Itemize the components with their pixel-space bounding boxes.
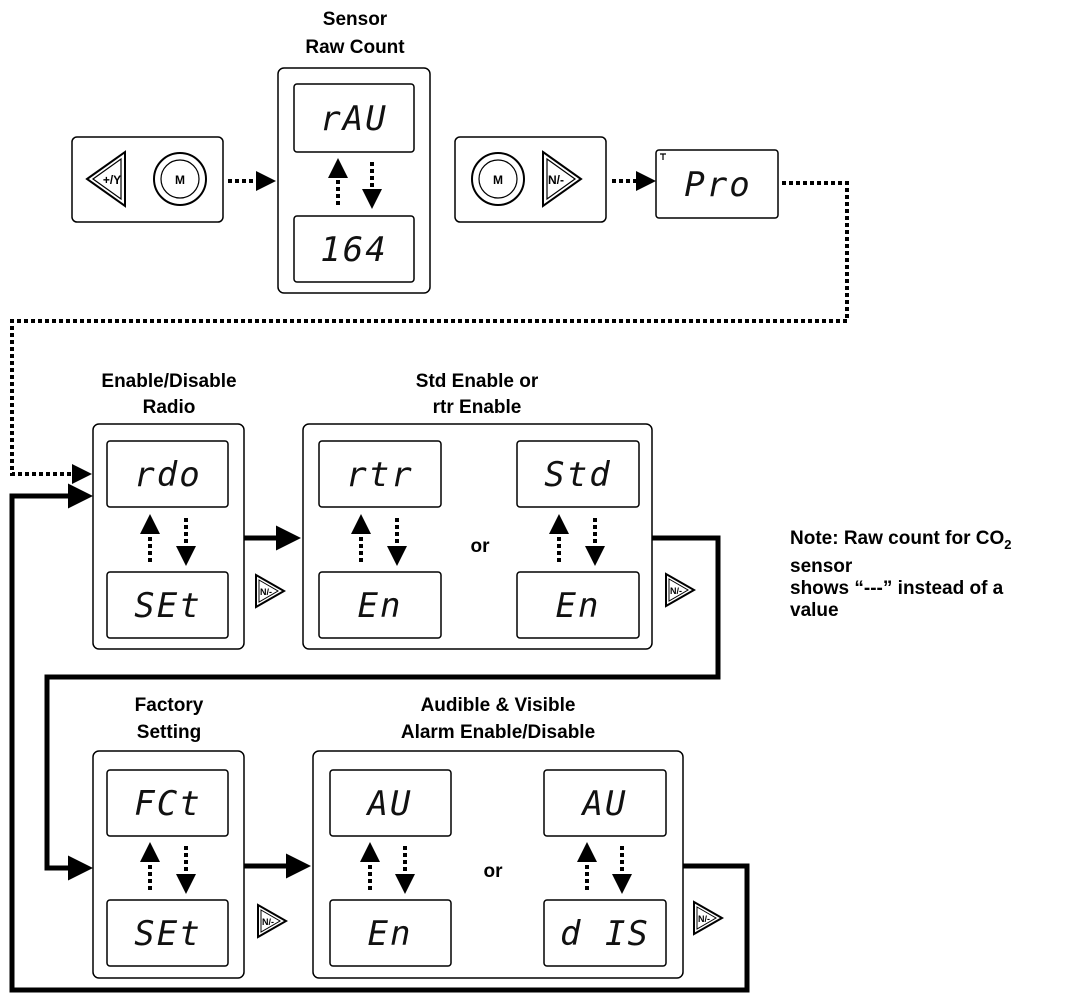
svg-text:AU: AU [366, 784, 413, 824]
lcd-display [293, 83, 415, 153]
svg-text:M: M [175, 173, 185, 187]
svg-text:SEt: SEt [134, 914, 201, 954]
std-rtr-panel: rtr En or Std En [302, 423, 653, 650]
sensor-raw-count-label-1: Sensor [323, 9, 388, 30]
solid-connector [44, 535, 721, 881]
lcd-display [293, 215, 415, 283]
svg-text:d IS: d IS [560, 914, 650, 954]
next-minus-button[interactable]: N/- [665, 572, 697, 608]
mode-button[interactable]: M [153, 152, 207, 206]
sensor-raw-count-label-2: Raw Count [305, 37, 405, 58]
svg-text:N/-: N/- [262, 917, 274, 927]
svg-text:En: En [358, 586, 403, 626]
svg-text:En: En [368, 914, 413, 954]
svg-text:+/Y: +/Y [103, 173, 121, 187]
svg-text:N/-: N/- [548, 173, 564, 187]
mode-button[interactable]: M [471, 152, 525, 206]
factory-panel: FCt SEt [92, 750, 245, 979]
svg-text:SEt: SEt [134, 586, 201, 626]
svg-text:AU: AU [581, 784, 628, 824]
next-minus-button[interactable]: N/- [257, 903, 289, 939]
std-rtr-label-2: rtr Enable [433, 397, 522, 418]
svg-text:or: or [484, 861, 504, 882]
next-minus-button[interactable]: N/- [693, 900, 725, 936]
svg-text:N/-: N/- [698, 914, 710, 924]
radio-panel: rdo SEt [92, 423, 245, 650]
radio-label-2: Radio [143, 397, 196, 418]
next-minus-button[interactable]: N/- [255, 573, 287, 609]
svg-text:En: En [556, 586, 601, 626]
raw-count-panel: rAU 164 [277, 67, 431, 294]
plus-y-button[interactable]: +/Y [85, 150, 126, 208]
svg-text:FCt: FCt [134, 784, 201, 824]
lcd-text: 164 [320, 230, 387, 270]
note-text: Note: Raw count for CO2 sensor shows “--… [790, 528, 1012, 621]
radio-label-1: Enable/Disable [101, 371, 236, 392]
svg-text:Std: Std [544, 455, 611, 495]
std-rtr-label-1: Std Enable or [416, 371, 539, 392]
plus-mode-button-panel: +/Y M [71, 136, 224, 223]
svg-text:Pro: Pro [684, 165, 751, 205]
return-connector [9, 483, 750, 993]
alarm-panel: AU En or AU d IS [312, 750, 684, 979]
svg-text:N/-: N/- [670, 586, 682, 596]
alarm-label-2: Alarm Enable/Disable [401, 722, 595, 743]
svg-text:M: M [493, 173, 503, 187]
svg-text:rdo: rdo [134, 455, 201, 495]
pro-display: Pro [655, 149, 779, 219]
svg-text:N/-: N/- [260, 587, 272, 597]
alarm-label-1: Audible & Visible [421, 695, 576, 716]
mode-next-button-panel: M N/- [454, 136, 607, 223]
factory-label-2: Setting [137, 722, 201, 743]
next-minus-button[interactable]: N/- [542, 150, 583, 208]
svg-text:or: or [471, 536, 491, 557]
svg-text:rtr: rtr [346, 455, 413, 495]
factory-label-1: Factory [135, 695, 204, 716]
lcd-text: rAU [320, 99, 387, 139]
